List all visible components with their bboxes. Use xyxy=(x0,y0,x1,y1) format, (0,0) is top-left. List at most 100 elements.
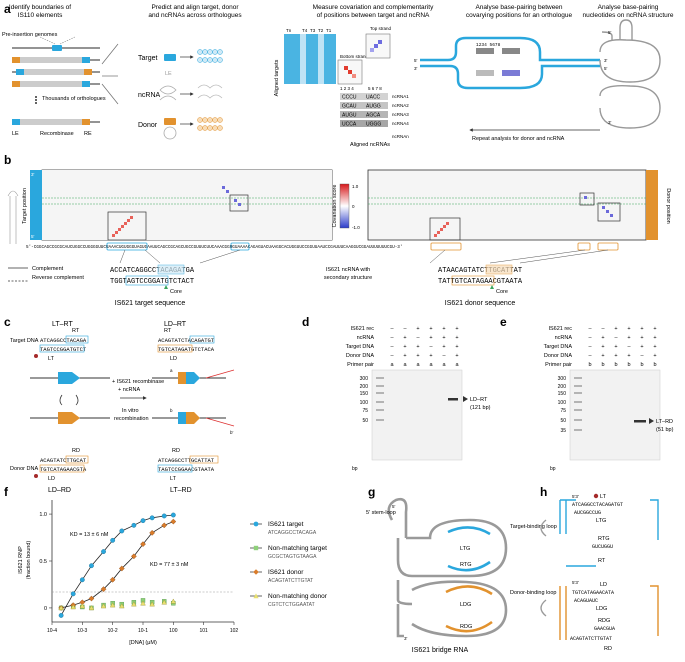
legend-seq: ACAGTATCTTGTAT xyxy=(268,578,313,584)
g-caption: IS621 bridge RNA xyxy=(412,647,469,654)
x-tick-label: 10-2 xyxy=(108,628,118,634)
target-binding-loop-arc2 xyxy=(447,560,491,572)
h-5p3p-2: 5'3' xyxy=(572,580,579,585)
nc-row4: ncRNA4 xyxy=(392,121,409,126)
col-t2: T2 xyxy=(318,28,324,33)
h-5p3p: 5'3' xyxy=(572,494,579,499)
point-non-matching-donor xyxy=(140,600,146,606)
ncrna-label-a: ncRNA xyxy=(138,92,161,99)
g-ldg: LDG xyxy=(460,602,471,608)
gel-e-lanes: ––––b–+++b+–++b++–+b+++–b++++b xyxy=(588,326,656,368)
legend-name: Non-matching target xyxy=(268,545,327,552)
point-non-matching-donor xyxy=(119,603,125,609)
header-a4: Analyse base-pairing between xyxy=(475,4,562,11)
legend-seq: ATCAGGCCTACAGA xyxy=(268,530,317,536)
g-rtg: RTG xyxy=(460,562,472,568)
point-is621-donor xyxy=(100,586,107,593)
e-lane-4-cell: + xyxy=(627,326,630,332)
gel-d-band xyxy=(448,398,458,401)
point-is621-donor xyxy=(170,518,177,525)
revcomp-label: Reverse complement xyxy=(32,275,84,281)
gel-e-band-label: LT–RD xyxy=(656,419,673,425)
point-non-matching-donor xyxy=(58,605,64,611)
point-non-matching-donor xyxy=(109,602,116,608)
point-is621-donor xyxy=(130,553,137,560)
e-lane-5-cell: + xyxy=(640,335,643,341)
h-lt: LT xyxy=(600,494,607,500)
e-l35: 35 xyxy=(560,428,566,434)
d-lane-5-cell: + xyxy=(442,344,445,350)
c-rt-left: RT xyxy=(72,328,80,334)
e-row-rec: IS621 rec xyxy=(548,326,572,332)
point-is621-target xyxy=(70,591,76,597)
orthologues-label: Thousands of orthologues xyxy=(42,96,106,102)
c-seq-ltrd-top: ATCAGGCCTTGCATTAT xyxy=(158,457,215,464)
e-lane-2-cell: b xyxy=(601,362,604,368)
point-is621-target xyxy=(110,537,116,543)
e-lane-5-cell: + xyxy=(640,326,643,332)
e-lane-2-cell: + xyxy=(601,353,604,359)
legend-tick-1: 1.0 xyxy=(352,184,359,189)
d-lane-3-cell: + xyxy=(416,344,419,350)
panel-c-label: c xyxy=(4,315,11,329)
point-non-matching-donor xyxy=(161,599,167,605)
c-seq-t-top: ATCAGGCCTACAGA xyxy=(40,337,87,344)
donor-top-seq: ATAACAGTATCTTGCATTAT xyxy=(438,267,522,275)
panel-f-label: f xyxy=(4,485,9,499)
donor-bot-seq: TATTGTCATAGAACGTAATA xyxy=(438,278,523,286)
target-heatmap: 3' 5' Target position xyxy=(22,169,333,241)
header-a2: Predict and align target, donor xyxy=(151,4,239,11)
panel-h-label: h xyxy=(540,485,547,499)
h-lt-seq: ATCAGGCCTACAGATGT xyxy=(572,502,623,508)
h-rd: RD xyxy=(604,646,612,652)
c-target-plasmid xyxy=(30,372,110,424)
e-lane-1-cell: – xyxy=(588,353,592,359)
nc-seq-r1: UACC xyxy=(366,95,381,101)
d-row-primer: Primer pair xyxy=(347,362,374,368)
x-tick-label: 10-1 xyxy=(138,628,148,634)
point-non-matching-donor xyxy=(131,601,137,607)
donor-label-a: Donor xyxy=(138,122,158,129)
point-non-matching-donor xyxy=(149,601,155,607)
d-lane-1-cell: – xyxy=(390,344,394,350)
x-tick-label: 10-3 xyxy=(77,628,87,634)
point-non-matching-donor xyxy=(79,603,86,609)
gel-e-table: IS621 rec ncRNA Target DNA Donor DNA Pri… xyxy=(544,326,573,368)
d-lane-4-cell: + xyxy=(429,353,432,359)
primer-a: a xyxy=(170,368,173,373)
genome-tracks: Pre-insertion genomes Thousands of ortho… xyxy=(2,32,106,137)
g-rdg: RDG xyxy=(460,624,472,630)
c-recomb1: + IS621 recombinase xyxy=(112,379,164,385)
h-rd-seq: ACAGTATCTTGTAT xyxy=(570,636,612,642)
c-lt-right: LT xyxy=(170,476,177,482)
h-ldg: LDG xyxy=(596,606,607,612)
nc-seq-r3: AGCA xyxy=(366,113,381,119)
e-l100: 100 xyxy=(558,400,567,406)
d-l200: 200 xyxy=(360,384,369,390)
pos-b: 5 6 7 8 xyxy=(368,86,382,91)
panel-d-label: d xyxy=(302,315,309,329)
point-is621-target xyxy=(119,528,125,534)
rna-structure-a xyxy=(599,19,661,129)
e-l300: 300 xyxy=(558,376,567,382)
point-is621-target xyxy=(170,512,176,518)
g-ltg: LTG xyxy=(460,546,470,552)
e-lane-3-cell: – xyxy=(614,335,618,341)
point-non-matching-donor xyxy=(100,603,107,609)
c-ld-right: LD xyxy=(170,356,177,362)
e-lane-4-cell: + xyxy=(627,353,630,359)
x-tick-label: 10-4 xyxy=(47,628,57,634)
nc-row5: ncRNAn xyxy=(392,134,409,139)
d-lane-2-cell: a xyxy=(403,362,407,368)
d-l100: 100 xyxy=(360,400,369,406)
h-ld: LD xyxy=(600,582,607,588)
d-lane-2-cell: + xyxy=(403,353,406,359)
primer-bp: b' xyxy=(230,430,234,435)
h-rdg-seq: GAACGUA xyxy=(594,626,615,632)
e-l200: 200 xyxy=(558,384,567,390)
legend-seq: CGTCTCTGGAATAT xyxy=(268,602,315,608)
top-strand-label: Top strand xyxy=(370,26,392,31)
d-lane-3-cell: + xyxy=(416,326,419,332)
e-lane-4-cell: b xyxy=(627,362,630,368)
g-5p: 5' xyxy=(392,504,396,509)
